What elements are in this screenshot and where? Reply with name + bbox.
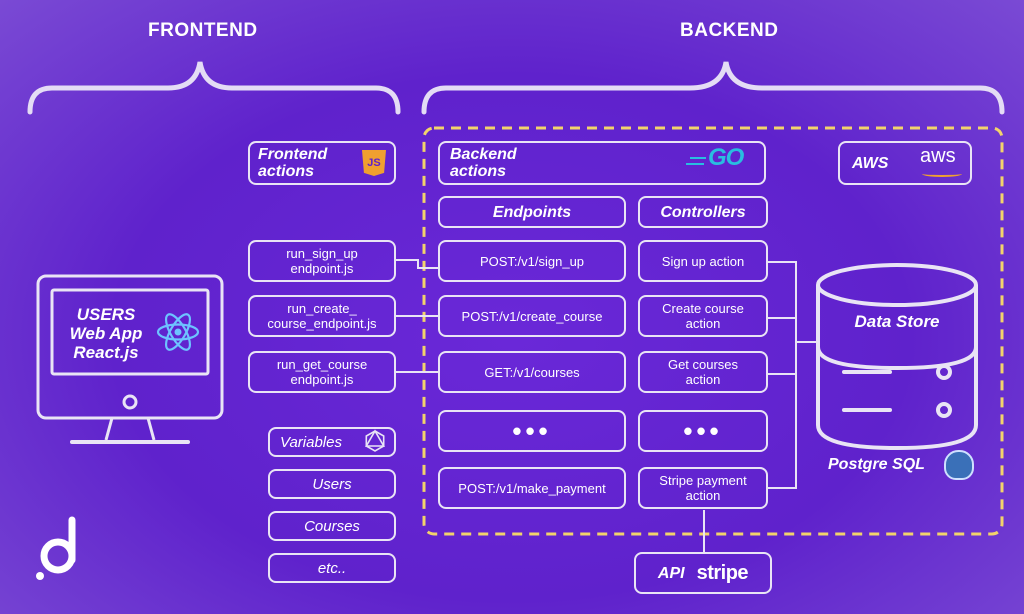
endpoint-create-course[interactable]: POST:/v1/create_course — [438, 295, 626, 337]
store-courses[interactable]: Courses — [268, 511, 396, 541]
api-stripe-box[interactable]: API stripe — [634, 552, 772, 594]
monitor-line-webapp: Web App — [69, 324, 143, 343]
backend-brace — [421, 61, 1005, 115]
api-label: API — [657, 564, 685, 582]
controller-stripe-payment[interactable]: Stripe payment action — [638, 467, 768, 509]
graphql-icon — [364, 429, 386, 452]
connector-sign-up — [396, 259, 440, 269]
controller-sign-up[interactable]: Sign up action — [638, 240, 768, 282]
aws-smile-icon — [922, 171, 962, 177]
controller-more: ••• — [638, 410, 768, 452]
endpoint-sign-up[interactable]: POST:/v1/sign_up — [438, 240, 626, 282]
controllers-header: Controllers — [638, 196, 768, 228]
endpoints-header: Endpoints — [438, 196, 626, 228]
postgres-label: Postgre SQL — [828, 456, 925, 473]
backend-actions-box: Backend actions GO — [438, 141, 766, 185]
endpoint-get-courses[interactable]: GET:/v1/courses — [438, 351, 626, 393]
react-icon — [156, 313, 200, 351]
store-users[interactable]: Users — [268, 469, 396, 499]
frontend-action-sign-up[interactable]: run_sign_up endpoint.js — [248, 240, 396, 282]
backend-header: BACKEND — [680, 20, 779, 41]
brand-logo-icon — [36, 516, 76, 580]
js-icon: JS — [362, 150, 386, 176]
stripe-logo: stripe — [696, 561, 749, 584]
monitor-line-react: React.js — [73, 343, 139, 362]
monitor-icon — [36, 274, 224, 444]
backend-actions-title: Backend actions — [450, 146, 517, 180]
store-variables-label: Variables — [280, 433, 342, 451]
controller-get-courses[interactable]: Get courses action — [638, 351, 768, 393]
monitor-line-users: USERS — [76, 305, 136, 324]
postgres-icon — [944, 450, 974, 480]
aws-label: AWS — [852, 154, 889, 172]
frontend-header: FRONTEND — [148, 20, 258, 41]
controllers-bus-branches — [768, 317, 796, 375]
go-speed-line — [690, 157, 706, 159]
endpoint-make-payment[interactable]: POST:/v1/make_payment — [438, 467, 626, 509]
frontend-action-get-course[interactable]: run_get_course endpoint.js — [248, 351, 396, 393]
store-variables[interactable]: Variables — [268, 427, 396, 457]
store-etc[interactable]: etc.. — [268, 553, 396, 583]
controller-create-course[interactable]: Create course action — [638, 295, 768, 337]
aws-box: AWS aws — [838, 141, 972, 185]
monitor-label: USERS Web App React.js — [60, 305, 152, 362]
frontend-actions-box: Frontend actions JS — [248, 141, 396, 185]
datastore-label: Data Store — [854, 312, 940, 331]
database-icon — [816, 263, 978, 451]
frontend-actions-title: Frontend actions — [258, 146, 328, 180]
backend-container — [422, 126, 1004, 536]
go-icon: GO — [708, 144, 744, 171]
frontend-action-create-course[interactable]: run_create_ course_endpoint.js — [248, 295, 396, 337]
go-speed-line — [686, 163, 704, 165]
endpoint-more: ••• — [438, 410, 626, 452]
aws-icon: aws — [920, 145, 956, 167]
frontend-brace — [27, 61, 401, 115]
